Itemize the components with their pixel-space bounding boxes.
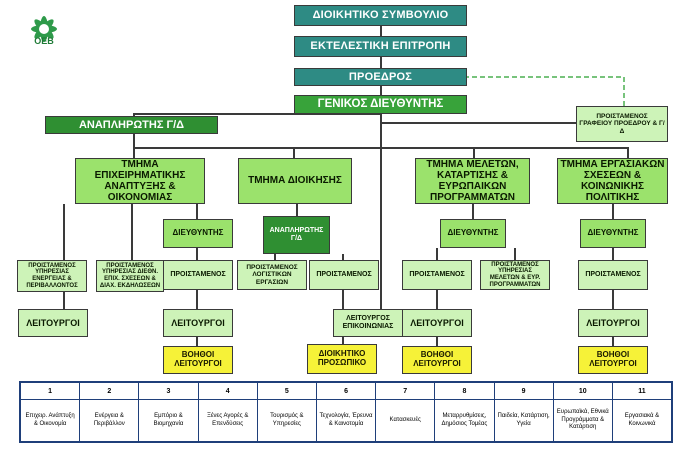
sector-name: Εμπόριο & Βιομηχανία [153,413,184,427]
sector-cell: 4 Ξένες Αγορές & Επενδύσεις [198,383,258,441]
sector-name: Ξένες Αγορές & Επενδύσεις [206,413,249,427]
executive-committee-box: ΕΚΤΕΛΕΣΤΙΚΗ ΕΠΙΤΡΟΠΗ [294,36,467,57]
sector-name: Ευρωπαϊκά, Εθνικά Προγράμματα & Κατάρτισ… [556,409,609,431]
dept-admin-box: ΤΜΗΜΑ ΔΙΟΙΚΗΣΗΣ [238,158,352,204]
oeb-logo-icon [31,16,57,42]
sector-number: 9 [494,383,553,400]
studies-assistants-box: ΒΟΗΘΟΙ ΛΕΙΤΟΥΡΓΟΙ [402,346,472,374]
sector-name: Παιδεία, Κατάρτιση, Υγεία [497,413,550,427]
president-box: ΠΡΟΕΔΡΟΣ [294,68,467,86]
labour-assistants-box: ΒΟΗΘΟΙ ΛΕΙΤΟΥΡΓΟΙ [578,346,648,374]
sector-number: 11 [612,383,672,400]
sector-number: 1 [21,383,80,400]
sector-cell: 9 Παιδεία, Κατάρτιση, Υγεία [494,383,554,441]
sector-number: 10 [553,383,612,400]
sector-cell: 5 Τουρισμός & Υπηρεσίες [257,383,317,441]
dept-studies-box: ΤΜΗΜΑ ΜΕΛΕΤΩΝ, ΚΑΤΑΡΤΙΣΗΣ & ΕΥΡΩΠΑΙΚΩΝ Π… [415,158,530,204]
sector-name: Μεταρρυθμίσεις, Δημόσιος Τομέας [441,413,488,427]
business-head-box: ΠΡΟΙΣΤΑΜΕΝΟΣ [163,260,233,290]
sector-number: 2 [80,383,139,400]
labour-director-box: ΔΙΕΥΘΥΝΤΗΣ [580,219,646,248]
studies-head-studies-box: ΠΡΟΙΣΤΑΜΕΝΟΣ ΥΠΗΡΕΣΙΑΣ ΜΕΛΕΤΩΝ & ΕΥΡ. ΠΡ… [480,260,550,290]
sectors-table: 1 Επιχειρ. Ανάπτυξη & Οικονομία 2 Ενέργε… [19,381,673,443]
president-office-box: ΠΡΟΙΣΤΑΜΕΝΟΣ ΓΡΑΦΕΙΟΥ ΠΡΟΕΔΡΟΥ & Γ/Δ [576,106,668,142]
deputy-gd-box: ΑΝΑΠΛΗΡΩΤΗΣ Γ/Δ [45,116,218,134]
admin-deputy-box: ΑΝΑΠΛΗΡΩΤΗΣ Γ/Δ [263,216,330,254]
business-head-intl-box: ΠΡΟΙΣΤΑΜΕΝΟΣ ΥΠΗΡΕΣΙΑΣ ΔΙΕΘΝ. ΕΠΙΧ. ΣΧΕΣ… [96,260,164,292]
sector-number: 7 [376,383,435,400]
business-head-energy-box: ΠΡΟΙΣΤΑΜΕΝΟΣ ΥΠΗΡΕΣΙΑΣ ΕΝΕΡΓΕΙΑΣ & ΠΕΡΙΒ… [17,260,87,292]
studies-director-box: ΔΙΕΥΘΥΝΤΗΣ [440,219,506,248]
sector-number: 6 [316,383,376,400]
sector-name: Κατασκευές [389,416,421,423]
sector-cell: 1 Επιχειρ. Ανάπτυξη & Οικονομία [21,383,81,441]
comms-officer-box: ΛΕΙΤΟΥΡΓΟΣ ΕΠΙΚΟΙΝΩΝΙΑΣ [333,309,403,337]
labour-officers-box: ΛΕΙΤΟΥΡΓΟΙ [578,309,648,337]
admin-staff-box: ΔΙΟΙΚΗΤΙΚΟ ΠΡΟΣΩΠΙΚΟ [307,344,377,374]
dept-labour-box: ΤΜΗΜΑ ΕΡΓΑΣΙΑΚΩΝ ΣΧΕΣΕΩΝ & ΚΟΙΝΩΝΙΚΗΣ ΠΟ… [557,158,668,204]
dept-business-box: ΤΜΗΜΑ ΕΠΙΧΕΙΡΗΜΑΤΙΚΗΣ ΑΝΑΠΤΥΞΗΣ & ΟΙΚΟΝΟ… [75,158,205,204]
labour-head-box: ΠΡΟΙΣΤΑΜΕΝΟΣ [578,260,648,290]
sector-name: Τεχνολογία, Έρευνα & Καινοτομία [319,413,373,427]
sector-number: 5 [257,383,316,400]
business-officers-box: ΛΕΙΤΟΥΡΓΟΙ [163,309,233,337]
studies-officers-box: ΛΕΙΤΟΥΡΓΟΙ [402,309,472,337]
business-director-box: ΔΙΕΥΘΥΝΤΗΣ [163,219,233,248]
business-assistants-box: ΒΟΗΘΟΙ ΛΕΙΤΟΥΡΓΟΙ [163,346,233,374]
board-box: ΔΙΟΙΚΗΤΙΚΟ ΣΥΜΒΟΥΛΙΟ [294,5,467,26]
sector-name: Τουρισμός & Υπηρεσίες [270,413,304,427]
admin-head-box: ΠΡΟΙΣΤΑΜΕΝΟΣ [309,260,379,290]
sector-name: Επιχειρ. Ανάπτυξη & Οικονομία [25,413,75,427]
general-director-box: ΓΕΝΙΚΟΣ ΔΙΕΥΘΥΝΤΗΣ [294,95,467,114]
sector-cell: 7 Κατασκευές [376,383,436,441]
sector-name: Ενέργεια & Περιβάλλον [93,413,125,427]
sector-cell: 3 Εμπόριο & Βιομηχανία [139,383,199,441]
logo-text: ΟΕΒ [34,36,54,46]
sector-number: 8 [435,383,494,400]
sector-cell: 8 Μεταρρυθμίσεις, Δημόσιος Τομέας [435,383,495,441]
sector-number: 3 [139,383,198,400]
sector-name: Εργασιακά & Κοινωνικά [624,413,660,427]
sector-cell: 2 Ενέργεια & Περιβάλλον [80,383,140,441]
admin-head-accounting-box: ΠΡΟΙΣΤΑΜΕΝΟΣ ΛΟΓΙΣΤΙΚΩΝ ΕΡΓΑΣΙΩΝ [237,260,307,290]
studies-head-box: ΠΡΟΙΣΤΑΜΕΝΟΣ [402,260,472,290]
sector-cell: 6 Τεχνολογία, Έρευνα & Καινοτομία [316,383,377,441]
business-officers-left-box: ΛΕΙΤΟΥΡΓΟΙ [18,309,88,337]
sector-number: 4 [198,383,257,400]
sector-cell: 10 Ευρωπαϊκά, Εθνικά Προγράμματα & Κατάρ… [553,383,613,441]
sector-cell: 11 Εργασιακά & Κοινωνικά [612,383,672,441]
